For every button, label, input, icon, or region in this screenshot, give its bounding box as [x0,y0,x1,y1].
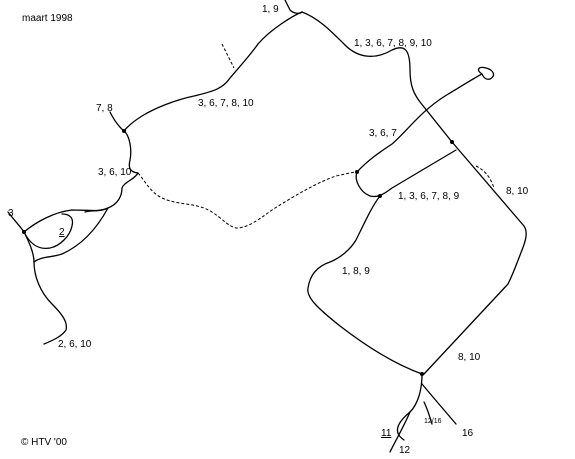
route-label: 3, 6, 7, 8, 10 [198,98,254,109]
junction-marker [122,129,126,133]
route-line-upper-middle [123,77,231,132]
route-line-center-down [307,195,423,375]
route-line-bottom-stem [409,373,423,413]
junction-marker [355,170,359,174]
route-line-dashed-east [475,165,495,189]
map-date: maart 1998 [22,13,73,24]
route-line-north-east [301,11,453,143]
route-label: 2, 6, 10 [58,339,92,350]
route-line-loop-north-east [477,66,495,80]
route-label: 16 [462,428,474,439]
route-line-left-outer [33,207,109,263]
junction-marker [420,372,424,376]
route-label: 1, 3, 6, 7, 8, 9 [398,191,460,202]
route-line-left-down [23,231,68,345]
junction-marker [450,140,454,144]
route-line-left-loop-lower [23,213,74,250]
route-line-bottom-12 [389,411,411,453]
route-label: 2 [59,227,65,238]
route-label: 7, 8 [96,103,113,114]
route-line-center-loop [355,149,457,198]
route-label: 1, 3, 6, 7, 8, 9, 10 [354,38,432,49]
route-label: 3, 6, 7 [369,128,397,139]
route-line-dashed-center [137,171,358,229]
route-line-bottom-right [421,383,457,425]
route-line-center-to-right [356,73,483,173]
route-line-east-side [423,141,527,375]
route-line-bottom-left [396,411,411,441]
route-line-bottom-inner [423,401,433,425]
route-line-dashed-north [221,43,235,69]
route-line-left-loop [23,207,109,233]
junction-marker [22,230,26,234]
route-label: 8, 10 [506,186,529,197]
route-label: 8, 10 [458,352,481,363]
copyright-notice: © HTV '00 [21,437,67,448]
route-label: 3 [8,208,14,219]
route-label: 12/16 [424,418,442,425]
route-label: 12 [399,445,411,456]
route-label: 3, 6, 10 [98,167,132,178]
route-label: 1, 9 [262,4,279,15]
route-label: 11 [381,428,392,439]
route-line-north-stub [284,0,303,14]
route-line-north-to-junction [229,11,303,79]
route-line-left-branch [109,111,125,132]
route-label: 1, 8, 9 [342,266,370,277]
junction-marker [378,194,382,198]
